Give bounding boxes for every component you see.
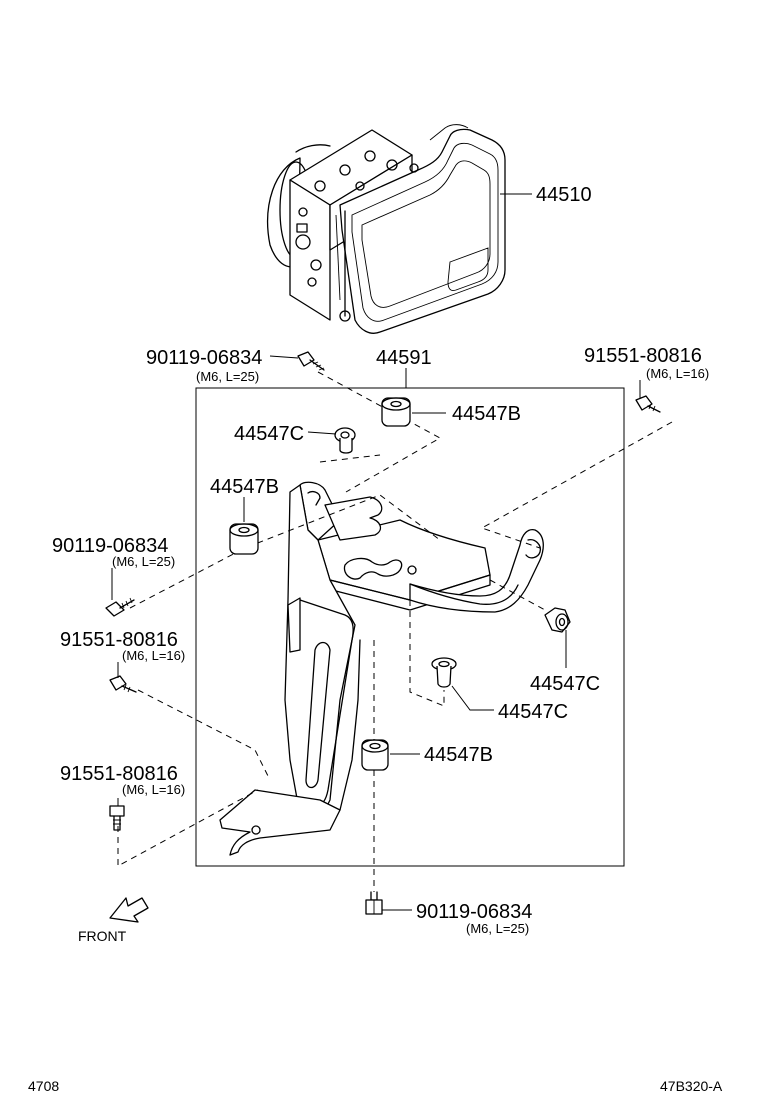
part-label-44591: 44591 [376,347,432,369]
part-label-91551-mid-left: 91551-80816 [60,629,178,651]
part-label-44510: 44510 [536,184,592,206]
bracket-assembly-frame [195,387,625,867]
leader-lines [111,193,641,911]
collar-44547c-top-icon [334,427,356,454]
front-direction-label: FRONT [78,928,127,944]
cushion-44547b-left-icon [229,523,259,555]
part-label-91551-low-left: 91551-80816 [60,763,178,785]
page-number: 4708 [28,1078,59,1094]
bolt-91551-low-left-icon [109,805,125,831]
bolt-90119-top-icon [297,351,325,371]
part-label-44547c-right: 44547C [530,673,600,695]
part-label-44547b-lower: 44547B [424,744,493,766]
alignment-lines [117,371,673,892]
part-label-44547b-left: 44547B [210,476,279,498]
part-spec-90119-left: (M6, L=25) [112,554,175,569]
abs-actuator-illustration [267,124,506,334]
bolt-90119-left-icon [105,597,135,617]
cushion-44547b-lower-icon [361,739,389,771]
collar-44547c-right-icon [544,607,571,633]
collar-44547c-center-icon [431,657,457,688]
part-label-90119-left: 90119-06834 [52,535,168,557]
front-arrow-icon [109,897,149,923]
part-label-44547b-top: 44547B [452,403,521,425]
part-label-90119-bottom: 90119-06834 [416,901,532,923]
part-label-44547c-top: 44547C [234,423,304,445]
bolt-91551-mid-left-icon [109,675,137,693]
bolt-90119-bottom-icon [365,891,383,915]
part-spec-90119-top: (M6, L=25) [196,369,259,384]
part-spec-91551-top-right: (M6, L=16) [646,366,709,381]
part-spec-91551-low-left: (M6, L=16) [122,782,185,797]
part-label-90119-top: 90119-06834 [146,347,262,369]
part-label-44547c-center: 44547C [498,701,568,723]
bracket-illustration [219,481,544,856]
part-label-91551-top-right: 91551-80816 [584,345,702,367]
figure-id: 47B320-A [660,1078,723,1094]
part-spec-90119-bottom: (M6, L=25) [466,921,529,936]
part-spec-91551-mid-left: (M6, L=16) [122,648,185,663]
bolt-91551-top-right-icon [635,395,661,413]
cushion-44547b-top-icon [381,397,411,427]
